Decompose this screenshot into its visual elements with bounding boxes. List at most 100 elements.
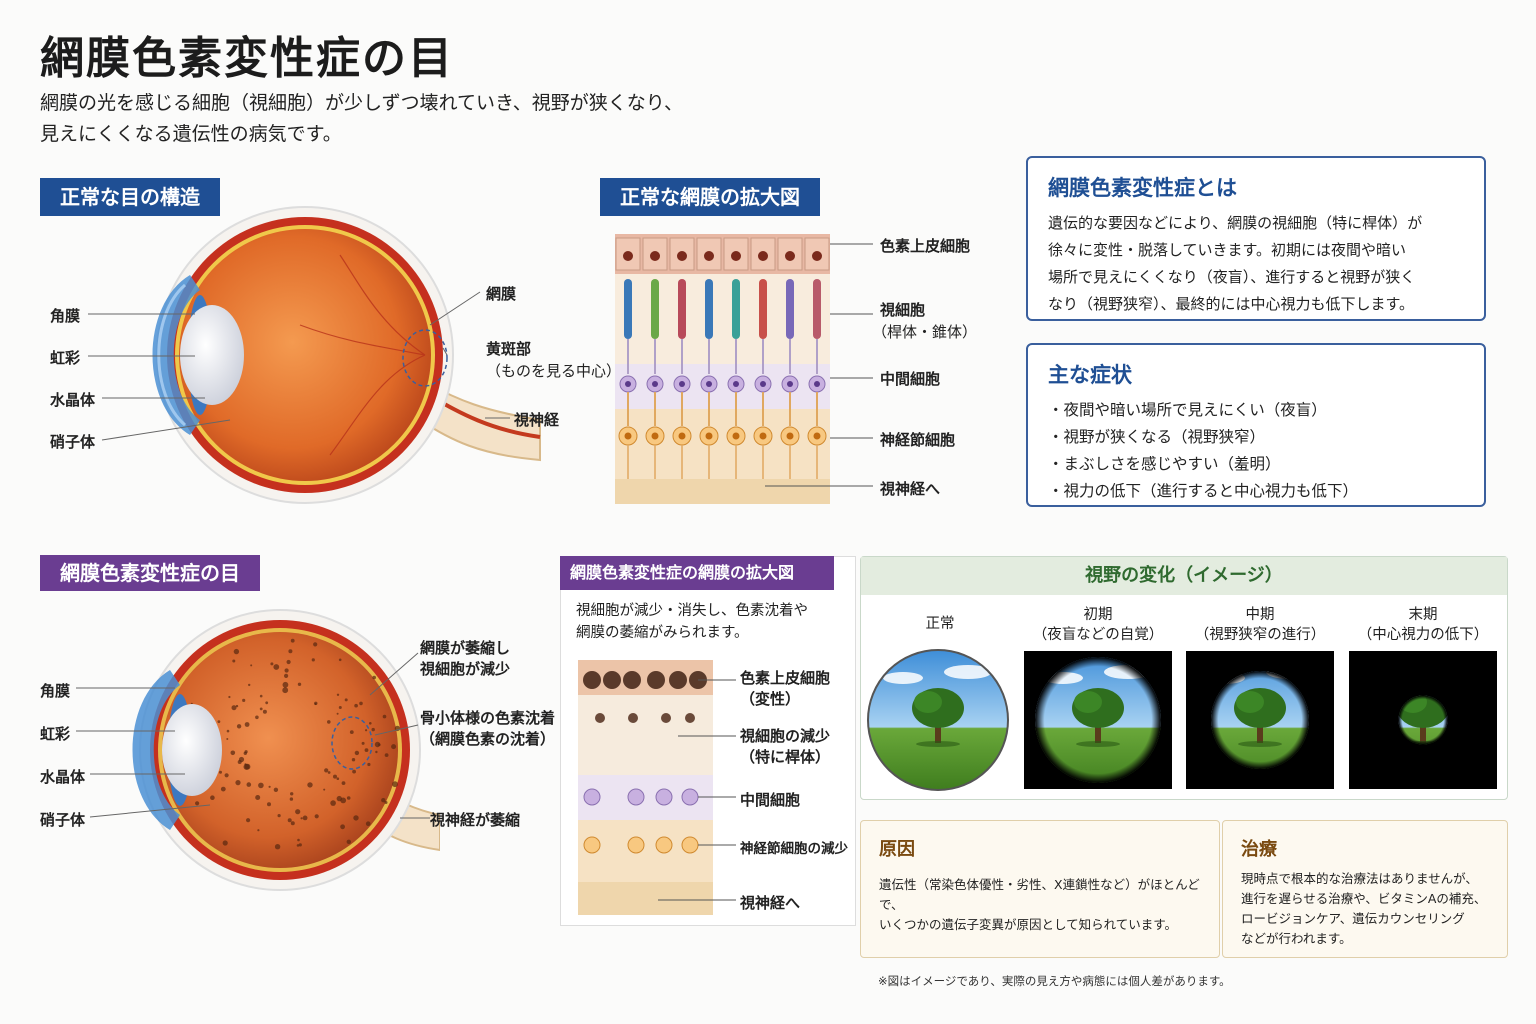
pigment-deposit <box>365 729 368 732</box>
rpe-nucleus <box>758 251 768 261</box>
rpe-nucleus <box>650 251 660 261</box>
pigment-deposit <box>246 782 252 787</box>
vision-change-heading: 視野の変化（イメージ） <box>861 557 1507 595</box>
rp-label-cornea: 角膜 <box>40 682 71 700</box>
symptoms-list: ・夜間や暗い場所で見えにくい（夜盲） ・視野が狭くなる（視野狭窄） ・まぶしさを… <box>1048 397 1468 505</box>
rp-eye-diagram <box>76 609 440 891</box>
vision-stages-images <box>867 649 1497 791</box>
rp-label-vitreous: 硝子体 <box>40 811 86 829</box>
pigment-deposit <box>262 709 267 714</box>
about-line-1: 遺伝的な要因などにより、網膜の視細胞（特に桿体）が <box>1048 214 1423 232</box>
pigment-deposit <box>333 774 337 779</box>
pigment-deposit <box>284 673 289 678</box>
about-box: 網膜色素変性症とは 遺伝的な要因などにより、網膜の視細胞（特に桿体）が 徐々に変… <box>1026 156 1486 321</box>
ganglion-cell <box>583 836 601 854</box>
macula-highlight <box>402 329 448 387</box>
rp-cornea <box>132 670 180 830</box>
ganglion-cell <box>655 836 673 854</box>
about-line-4: なり（視野狭窄）、最終的には中心視力も低下します。 <box>1048 295 1415 313</box>
cause-box: 原因 遺伝性（常染色体優性・劣性、X連鎖性など）がほとんどで、 いくつかの遺伝子… <box>860 820 1220 958</box>
stage-label-late: 末期 （中心視力の低下） <box>1357 607 1489 643</box>
normal-retina-label-to-nerve: 視神経へ <box>880 480 941 498</box>
normal-label-optic-nerve: 視神経 <box>514 411 560 429</box>
pigment-clump <box>628 713 638 723</box>
pigment-deposit <box>282 681 289 688</box>
about-line-3: 場所で見えにくくなり（夜盲）、進行すると視野が狭く <box>1048 268 1416 286</box>
normal-label-macula: 黄斑部 <box>486 340 532 358</box>
pigment-deposit <box>359 701 363 706</box>
rp-retina-desc-line-2: 網膜の萎縮がみられます。 <box>576 625 749 641</box>
pigment-deposit <box>354 703 358 708</box>
normal-label-macula-note: （ものを見る中心） <box>486 362 622 380</box>
rpe-cell <box>669 237 695 271</box>
rp-retina-label-ganglion-loss: 神経節細胞の減少 <box>740 841 848 857</box>
pigment-deposit <box>233 648 240 655</box>
rp-retina-desc: 視細胞が減少・消失し、色素沈着や 網膜の萎縮がみられます。 <box>576 600 808 644</box>
page-title: 網膜色素変性症の目 <box>40 33 454 84</box>
normal-label-lens: 水晶体 <box>50 391 96 409</box>
photoreceptor-cell <box>813 279 821 339</box>
pigment-deposit <box>270 662 274 666</box>
pigment-deposit <box>346 796 351 800</box>
normal-label-cornea: 角膜 <box>50 307 81 325</box>
pigment-deposit <box>255 795 261 800</box>
pigment-deposit <box>313 642 318 647</box>
ganglion-cell <box>681 836 699 854</box>
rp-label-retina-atrophy: 網膜が萎縮し 視細胞が減少 <box>420 639 511 678</box>
pigment-deposit <box>277 814 281 818</box>
pigment-deposit <box>259 694 263 698</box>
rp-label-optic-atrophy: 視神経が萎縮 <box>430 811 521 829</box>
photoreceptor-cell <box>786 279 794 339</box>
treatment-line-3: ロービジョンケア、遺伝カウンセリング <box>1241 911 1465 926</box>
stage-label-middle: 中期 （視野狭窄の進行） <box>1194 607 1326 643</box>
pigment-deposit <box>336 712 339 715</box>
pigment-deposit <box>274 844 281 850</box>
pigment-deposit <box>365 821 371 826</box>
normal-label-retina: 網膜 <box>486 285 517 303</box>
pigment-deposit <box>296 844 300 847</box>
pigment-clump <box>685 713 695 723</box>
normal-lens <box>180 305 244 405</box>
pigment-deposit <box>341 781 346 785</box>
pigment-deposit <box>336 777 340 780</box>
pigment-deposit <box>273 787 279 792</box>
pigment-deposit <box>257 829 260 832</box>
symptoms-box: 主な症状 ・夜間や暗い場所で見えにくい（夜盲） ・視野が狭くなる（視野狭窄） ・… <box>1026 343 1486 507</box>
degenerated-rpe-cell <box>623 671 641 689</box>
stage-label-normal: 正常 <box>925 616 955 632</box>
pigment-deposit <box>295 809 301 815</box>
rpe-nucleus <box>677 251 687 261</box>
pigment-deposit <box>392 781 398 788</box>
pigment-deposit <box>255 715 259 720</box>
treatment-line-1: 現時点で根本的な治療法はありませんが、 <box>1241 871 1478 886</box>
pigment-deposit <box>323 788 326 791</box>
rp-macula-highlight <box>331 716 373 770</box>
pigment-deposit <box>268 785 271 788</box>
treatment-line-2: 進行を遅らせる治療や、ビタミンAの補充、 <box>1241 891 1487 906</box>
pigment-deposit <box>284 668 289 673</box>
pigment-deposit <box>311 658 315 662</box>
symptom-item: ・視力の低下（進行すると中心視力も低下） <box>1048 482 1359 500</box>
pigment-deposit <box>300 817 303 820</box>
pigment-deposit <box>361 741 365 745</box>
pigment-deposit <box>384 801 388 804</box>
ganglion-cell <box>627 836 645 854</box>
pigment-deposit <box>336 795 342 802</box>
treatment-heading: 治療 <box>1241 839 1277 860</box>
pigment-deposit <box>228 695 231 699</box>
cause-line-1: 遺伝性（常染色体優性・劣性、X連鎖性など）がほとんどで、 <box>879 877 1200 912</box>
pigment-deposit <box>381 798 386 803</box>
pigment-deposit <box>290 638 295 643</box>
pigment-deposit <box>243 751 247 755</box>
pigment-deposit <box>246 818 251 823</box>
pigment-deposit <box>371 727 375 732</box>
rpe-nucleus <box>731 251 741 261</box>
pigment-clump <box>595 713 605 723</box>
pigment-deposit <box>224 773 229 778</box>
pigment-deposit <box>336 693 340 696</box>
pigment-deposit <box>290 821 295 826</box>
vision-stage-image <box>1349 651 1497 789</box>
pigment-deposit <box>330 800 336 806</box>
pigment-deposit <box>244 763 251 770</box>
treatment-line-4: などが行われます。 <box>1241 931 1352 946</box>
